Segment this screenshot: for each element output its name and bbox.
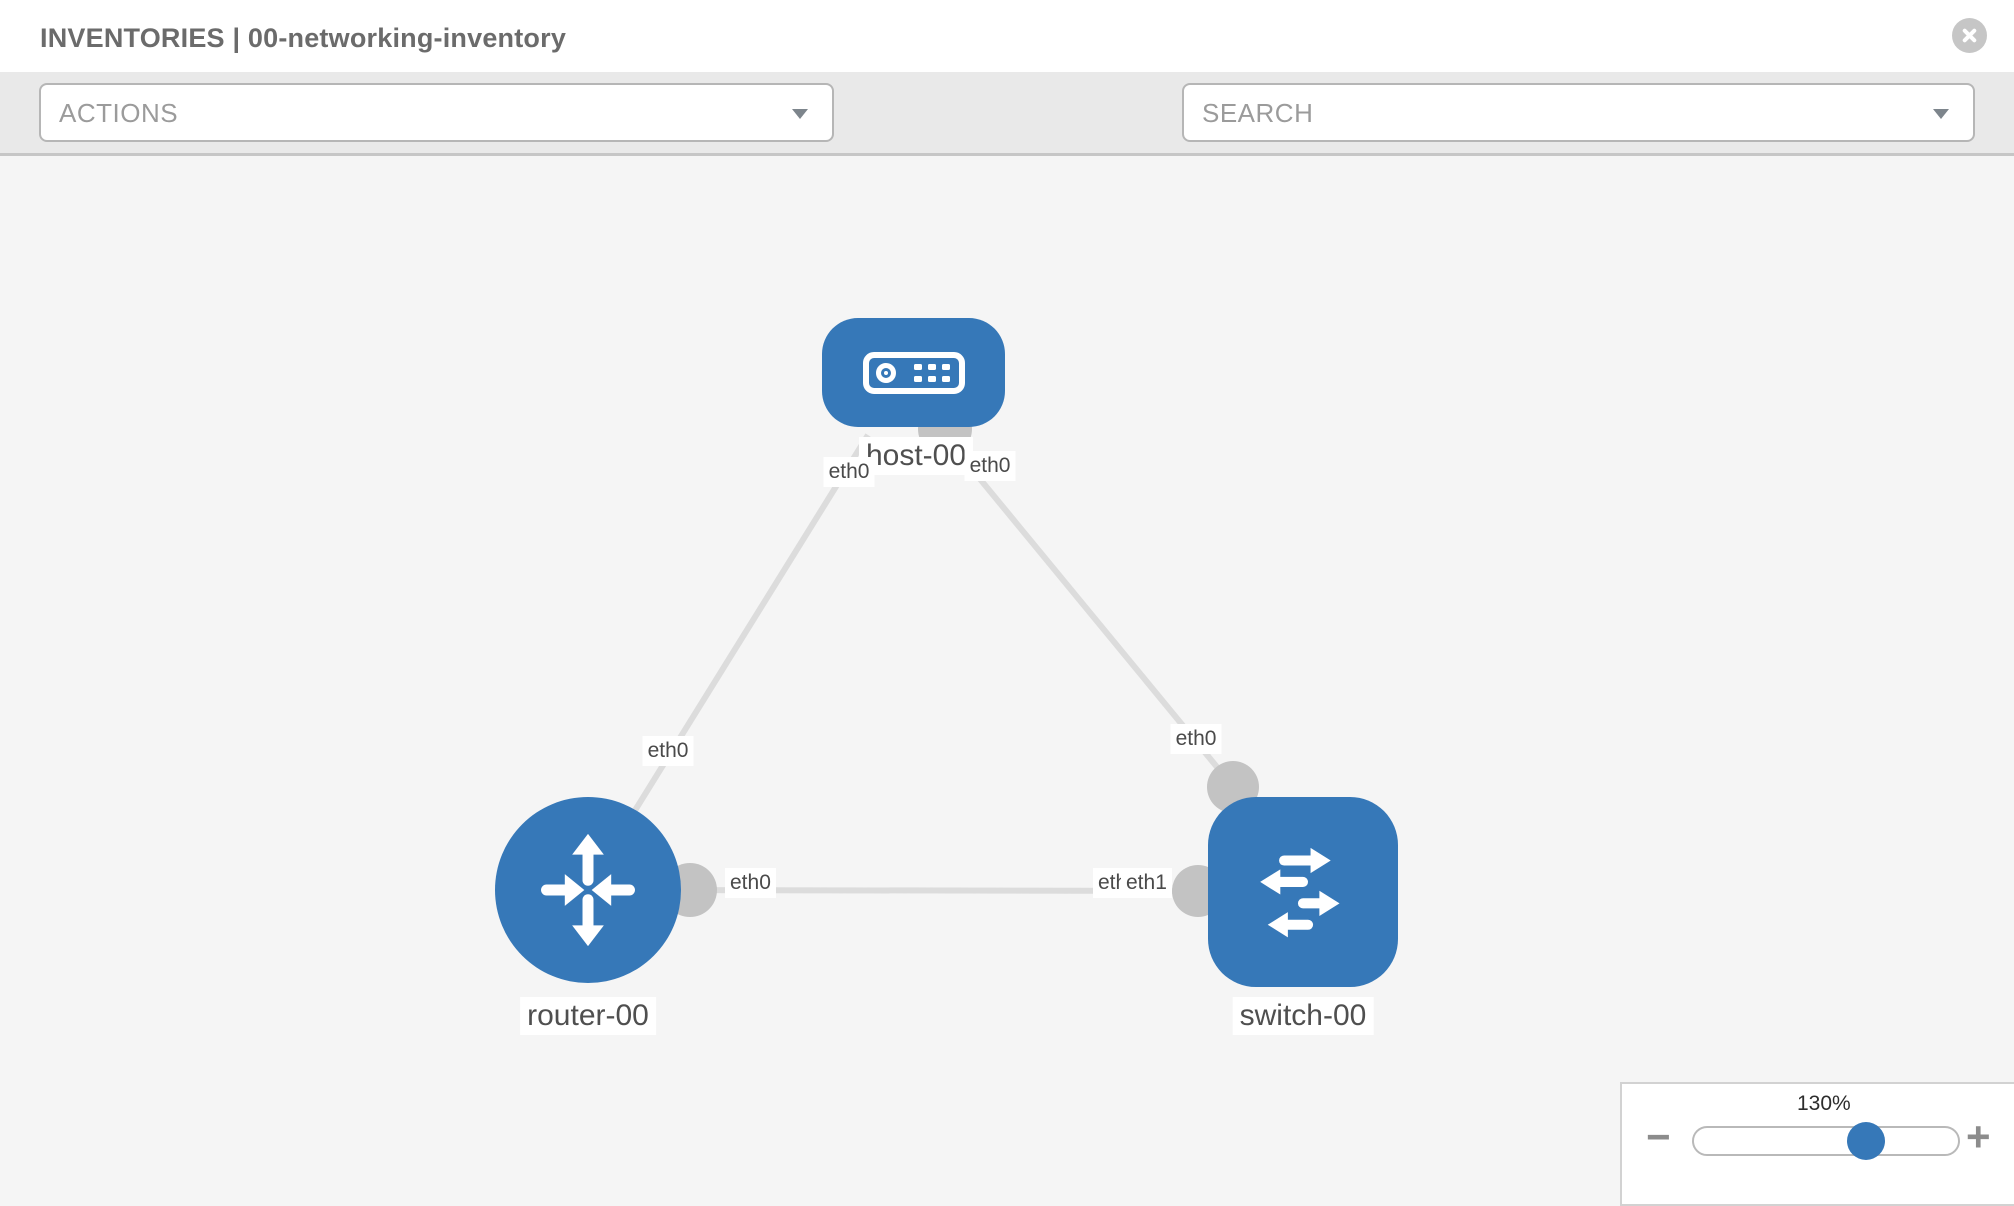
actions-dropdown[interactable]: ACTIONS [39, 83, 834, 142]
node-switch-00[interactable] [1208, 797, 1398, 987]
node-host-00[interactable] [822, 318, 1005, 427]
node-label-router-00: router-00 [520, 997, 656, 1035]
search-dropdown-label: SEARCH [1202, 98, 1314, 128]
zoom-panel: 130% − + [1620, 1082, 2014, 1206]
router-icon [541, 833, 635, 947]
switch-icon [1260, 847, 1340, 938]
close-button[interactable] [1952, 18, 1987, 53]
server-icon [862, 351, 965, 394]
zoom-out-button[interactable]: − [1646, 1113, 1671, 1160]
chevron-down-icon [1933, 109, 1949, 119]
page-title: INVENTORIES | 00-networking-inventory [40, 23, 567, 53]
zoom-slider-thumb[interactable] [1847, 1122, 1885, 1160]
node-label-switch-00: switch-00 [1232, 997, 1374, 1035]
interface-label: eth0 [1170, 724, 1222, 755]
interface-label: eth0 [823, 457, 875, 488]
interface-label: eth1 [1121, 868, 1172, 899]
zoom-slider-track[interactable] [1692, 1126, 1960, 1156]
zoom-level-label: 130% [1797, 1092, 1851, 1115]
actions-dropdown-label: ACTIONS [59, 98, 179, 128]
topology-canvas[interactable] [0, 156, 2014, 1200]
node-router-00[interactable] [495, 797, 681, 983]
search-dropdown[interactable]: SEARCH [1182, 83, 1975, 142]
modal-header: INVENTORIES | 00-networking-inventory [0, 0, 2014, 72]
chevron-down-icon [792, 109, 808, 119]
interface-label: eth0 [725, 868, 776, 899]
node-label-host-00: host-00 [858, 437, 974, 475]
interface-label: eth0 [964, 451, 1016, 482]
toolbar: ACTIONS SEARCH [0, 72, 2014, 201]
interface-label: eth0 [642, 736, 694, 767]
zoom-in-button[interactable]: + [1966, 1113, 1991, 1160]
close-icon [1962, 28, 1977, 43]
